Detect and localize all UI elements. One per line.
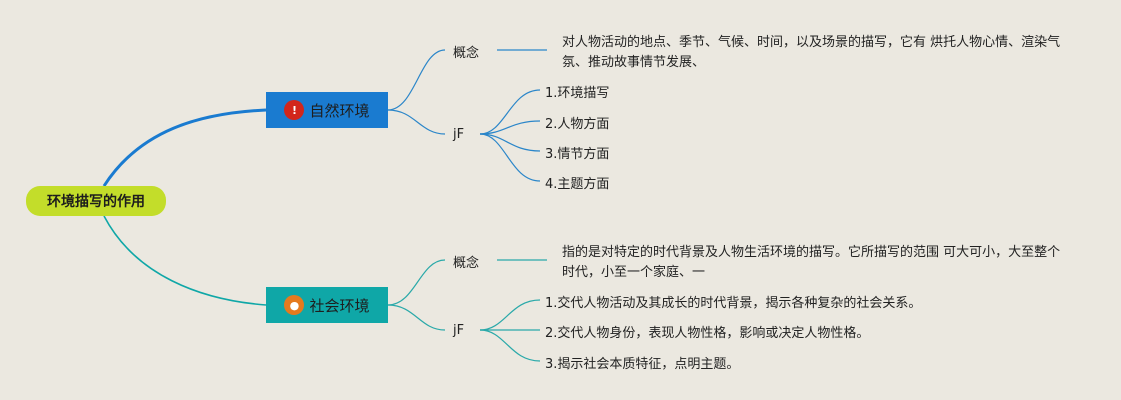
- social-item-2[interactable]: 2.交代人物身份，表现人物性格，影响或决定人物性格。: [545, 326, 870, 341]
- connector-natural-item-4: [479, 133, 541, 182]
- natural-concept-text: 对人物活动的地点、季节、气候、时间，以及场景的描写，它有 烘托人物心情、渲染气氛…: [562, 35, 1061, 70]
- natural-item-4[interactable]: 4.主题方面: [545, 177, 610, 192]
- branch-social-label: 社会环境: [309, 296, 370, 315]
- connector-natural-role: [387, 109, 446, 135]
- connector-natural-item-3: [479, 133, 541, 152]
- natural-item-2[interactable]: 2.人物方面: [545, 117, 610, 132]
- social-concept-label[interactable]: 概念: [453, 256, 480, 271]
- connector-social-item-3: [479, 329, 541, 362]
- social-concept-text: 指的是对特定的时代背景及人物生活环境的描写。它所描写的范围 可大可小，大至整个时…: [562, 245, 1061, 280]
- connector-natural-item-2: [479, 120, 541, 135]
- branch-natural-environment[interactable]: ! 自然环境: [266, 92, 388, 128]
- dot-icon: ●: [284, 295, 305, 315]
- connector-social-role: [387, 304, 446, 331]
- natural-item-3[interactable]: 3.情节方面: [545, 147, 610, 162]
- connector-natural-item-1: [479, 89, 541, 135]
- connector-natural-concept: [387, 49, 446, 111]
- connector-social-concept: [387, 259, 446, 306]
- branch-natural-label: 自然环境: [309, 101, 370, 120]
- social-role-label[interactable]: jF: [453, 323, 465, 338]
- connector-root-natural: [102, 108, 267, 187]
- connector-social-item-1: [479, 299, 541, 331]
- social-item-1[interactable]: 1.交代人物活动及其成长的时代背景，揭示各种复杂的社会关系。: [545, 296, 922, 311]
- root-node[interactable]: 环境描写的作用: [26, 186, 166, 216]
- social-item-3[interactable]: 3.揭示社会本质特征，点明主题。: [545, 357, 740, 372]
- branch-social-environment[interactable]: ● 社会环境: [266, 287, 388, 323]
- exclamation-icon: !: [284, 100, 305, 120]
- natural-role-label[interactable]: jF: [453, 127, 465, 142]
- connector-root-social: [103, 215, 267, 306]
- natural-concept-label[interactable]: 概念: [453, 46, 480, 61]
- root-label: 环境描写的作用: [47, 194, 145, 210]
- natural-item-1[interactable]: 1.环境描写: [545, 86, 610, 101]
